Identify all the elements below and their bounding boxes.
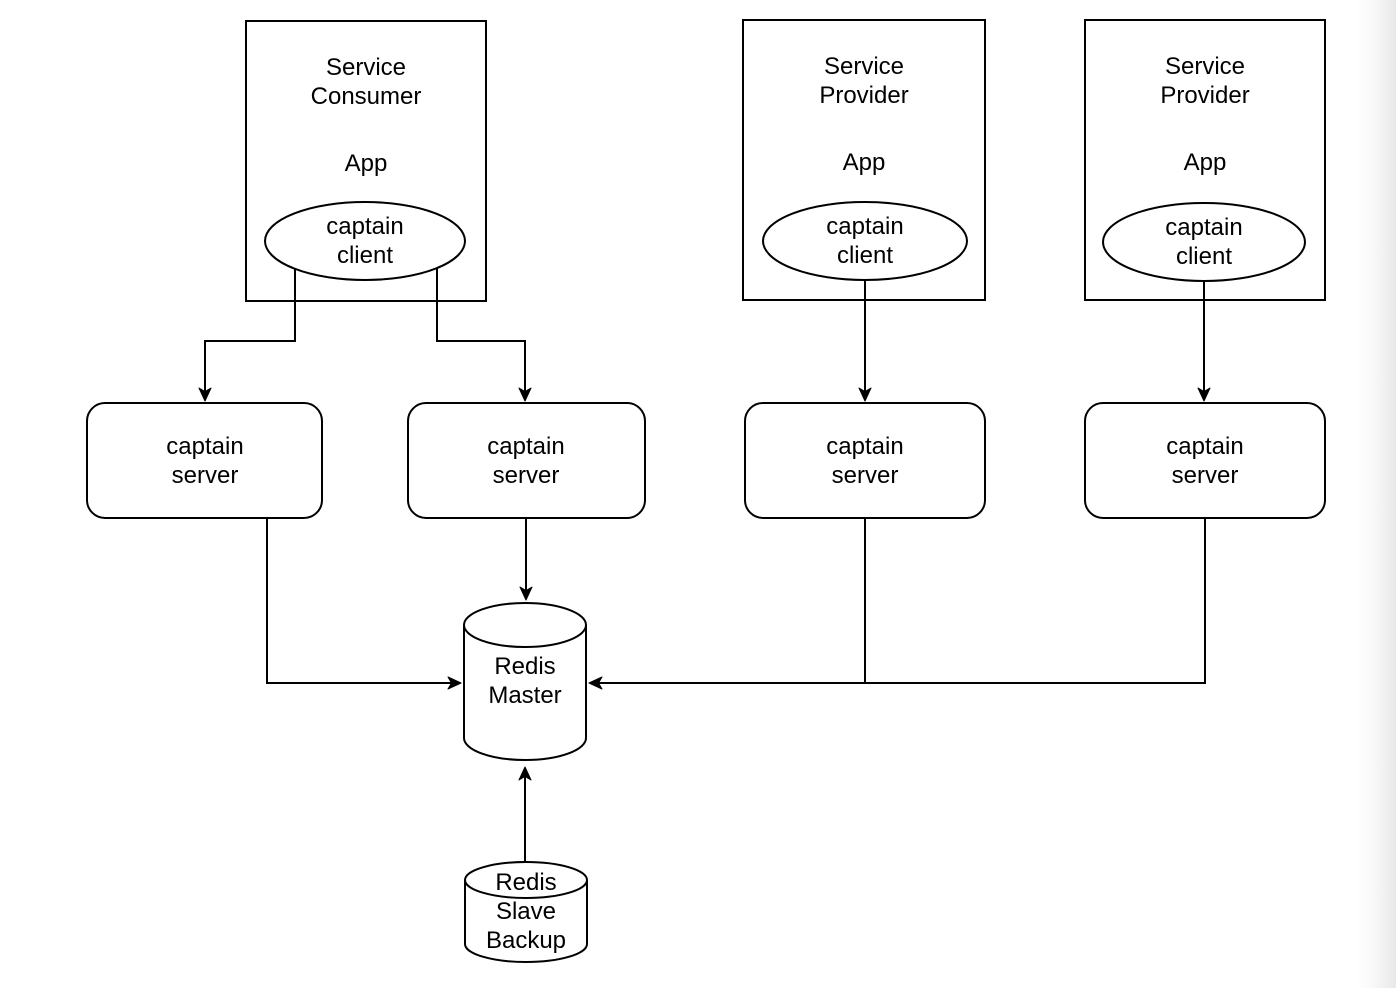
redis-master-label: Redis Master [488, 653, 562, 709]
captain-client-label-provider-1: captain client [826, 213, 904, 269]
arrow-server-4-to-redis-master [588, 519, 1206, 690]
arrow-consumer-client-to-server-2 [436, 268, 532, 402]
captain-server-label-2: captain server [487, 433, 565, 489]
captain-server-box-3 [744, 402, 986, 519]
service-consumer-app-label: App [344, 150, 388, 177]
arrow-server-1-to-redis-master [266, 519, 462, 690]
redis-slave-label: Redis Slave Backup [485, 869, 567, 954]
captain-server-label-1: captain server [166, 433, 244, 489]
captain-server-label-3: captain server [826, 433, 904, 489]
captain-server-label-4: captain server [1166, 433, 1244, 489]
service-consumer-title: Service Consumer [310, 54, 422, 110]
service-provider-1-app-label: App [842, 149, 886, 176]
service-provider-1-title: Service Provider [819, 53, 909, 109]
service-provider-2-app-label: App [1183, 149, 1227, 176]
captain-server-box-2 [407, 402, 646, 519]
captain-server-box-1 [86, 402, 323, 519]
redis-slave-cylinder [464, 861, 588, 963]
service-provider-2-title: Service Provider [1160, 53, 1250, 109]
captain-client-label-consumer: captain client [326, 213, 404, 269]
captain-client-ellipse-consumer [264, 201, 466, 281]
captain-server-box-4 [1084, 402, 1326, 519]
redis-master-cylinder [463, 602, 587, 761]
arrow-consumer-client-to-server-1 [198, 269, 296, 402]
captain-client-label-provider-2: captain client [1165, 214, 1243, 270]
